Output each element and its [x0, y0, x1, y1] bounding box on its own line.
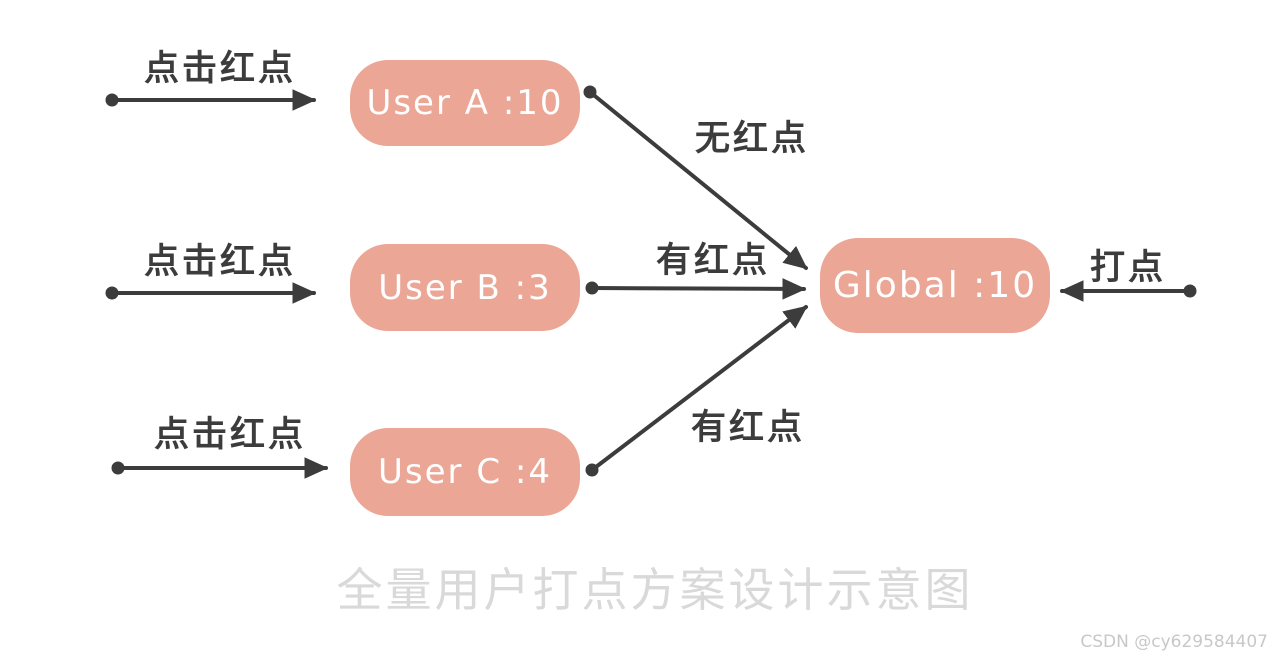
node-user-b: User B :3 — [350, 244, 580, 331]
csdn-watermark: CSDN @cy629584407 — [1080, 632, 1268, 652]
arrow-user-c-to-global — [590, 305, 808, 472]
edge-label-c-to-global: 有红点 — [690, 408, 805, 448]
edge-label-click-c: 点击红点 — [153, 415, 306, 455]
edge-label-click-b: 点击红点 — [143, 242, 296, 282]
node-user-a: User A :10 — [350, 60, 580, 146]
arrow-user-b-to-global — [590, 278, 807, 300]
edge-label-b-to-global: 有红点 — [655, 241, 770, 281]
node-user-c: User C :4 — [350, 428, 580, 516]
node-global: Global :10 — [820, 238, 1050, 333]
diagram-caption: 全量用户打点方案设计示意图 — [336, 563, 974, 617]
edge-label-a-to-global: 无红点 — [694, 119, 809, 159]
arrow-user-a-to-global — [588, 90, 808, 270]
edge-label-report: 打点 — [1089, 248, 1166, 288]
edge-label-click-a: 点击红点 — [143, 49, 296, 89]
